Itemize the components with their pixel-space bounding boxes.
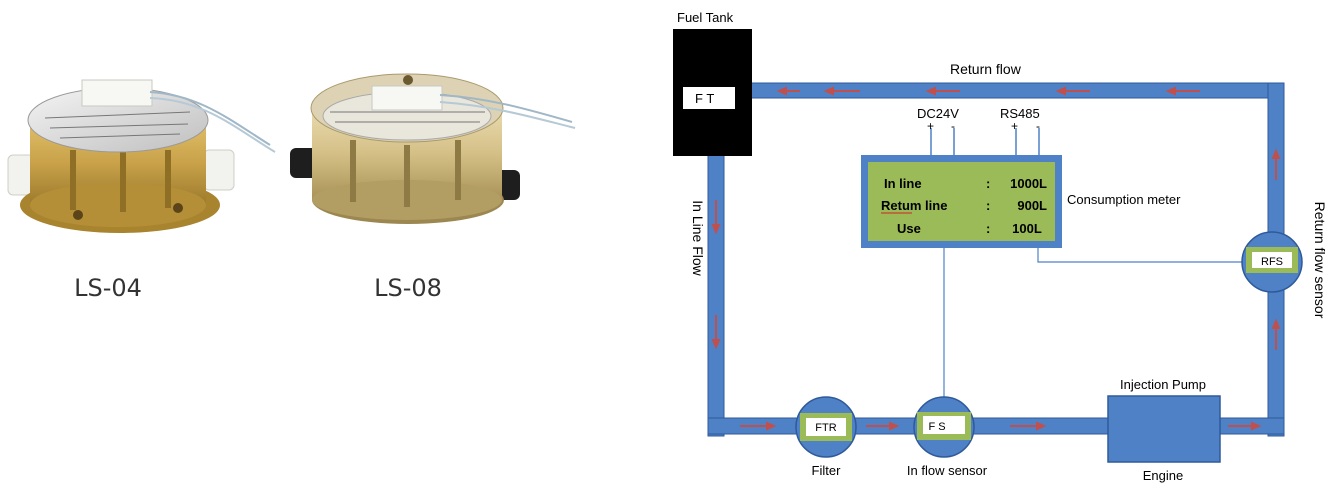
fuel-tank-code: F T (695, 91, 714, 106)
meter-display (868, 162, 1055, 241)
inline-pipe-left (707, 152, 725, 437)
supply-right-arrow (866, 421, 900, 431)
ls-08-caption: LS-08 (374, 274, 442, 302)
supply-right-arrow (740, 421, 777, 431)
in-line-flow-label: In Line Flow (690, 200, 706, 276)
return-flow-label: Return flow (950, 61, 1022, 77)
engine-label: Engine (1143, 468, 1183, 483)
return-flow-sensor-label: Return flow sensor (1312, 202, 1328, 319)
power-plus: + (927, 119, 934, 133)
filter-code: FTR (815, 422, 836, 434)
meter-row-inline-sep: : (986, 176, 990, 191)
in-flow-sensor-label: In flow sensor (907, 463, 988, 478)
product-ls-08: LS-08 (290, 73, 576, 302)
return-flow-sensor: RFS (1241, 231, 1303, 293)
in-flow-sensor: F S In flow sensor (907, 396, 988, 478)
ls-08-sensor-image (290, 73, 576, 224)
meter-row-return-value: 900L (1017, 198, 1047, 213)
return-flow-arrow (776, 86, 800, 96)
meter-row-use-name: Use (897, 221, 921, 236)
flow-arrows (711, 86, 1281, 431)
fuel-tank-title: Fuel Tank (677, 10, 734, 25)
injection-pump-label: Injection Pump (1120, 377, 1206, 392)
inline-down-arrow (711, 200, 721, 235)
inline-down-arrow (711, 315, 721, 350)
meter-row-use-value: 100L (1012, 221, 1042, 236)
rfs-signal-wire (1037, 248, 1250, 263)
bus-plus: + (1011, 119, 1018, 133)
meter-row-return-name: Retum line (881, 198, 947, 213)
bus-label: RS485 (1000, 106, 1040, 121)
return-up-arrow (1271, 318, 1281, 350)
bus-minus: - (1036, 119, 1040, 133)
consumption-meter-label: Consumption meter (1067, 192, 1181, 207)
supply-right-arrow (1228, 421, 1262, 431)
engine-block: Injection Pump Engine (1107, 377, 1221, 483)
power-minus: - (951, 119, 955, 133)
ls-04-caption: LS-04 (74, 274, 142, 302)
rfs-code: RFS (1261, 256, 1283, 268)
power-label: DC24V (917, 106, 959, 121)
fuel-tank-code-box (683, 87, 735, 109)
filter: FTR Filter (795, 396, 857, 478)
fuel-tank: Fuel Tank F T (673, 10, 752, 156)
return-flow-arrow (1165, 86, 1200, 96)
meter-row-use-sep: : (986, 221, 990, 236)
ls-04-sensor-image (7, 79, 276, 233)
meter-row-inline-name: In line (884, 176, 922, 191)
return-flow-arrow (823, 86, 860, 96)
fs-code: F S (928, 421, 945, 433)
supply-right-arrow (1010, 421, 1047, 431)
return-up-arrow (1271, 148, 1281, 180)
consumption-meter: DC24V + - RS485 + - In line : 1000L Retu… (861, 106, 1181, 248)
product-ls-04: LS-04 (7, 79, 276, 302)
engine-box (1107, 395, 1221, 463)
meter-row-return-sep: : (986, 198, 990, 213)
return-flow-arrow (1055, 86, 1090, 96)
meter-row-inline-value: 1000L (1010, 176, 1047, 191)
return-flow-arrow (925, 86, 960, 96)
filter-label: Filter (812, 463, 842, 478)
